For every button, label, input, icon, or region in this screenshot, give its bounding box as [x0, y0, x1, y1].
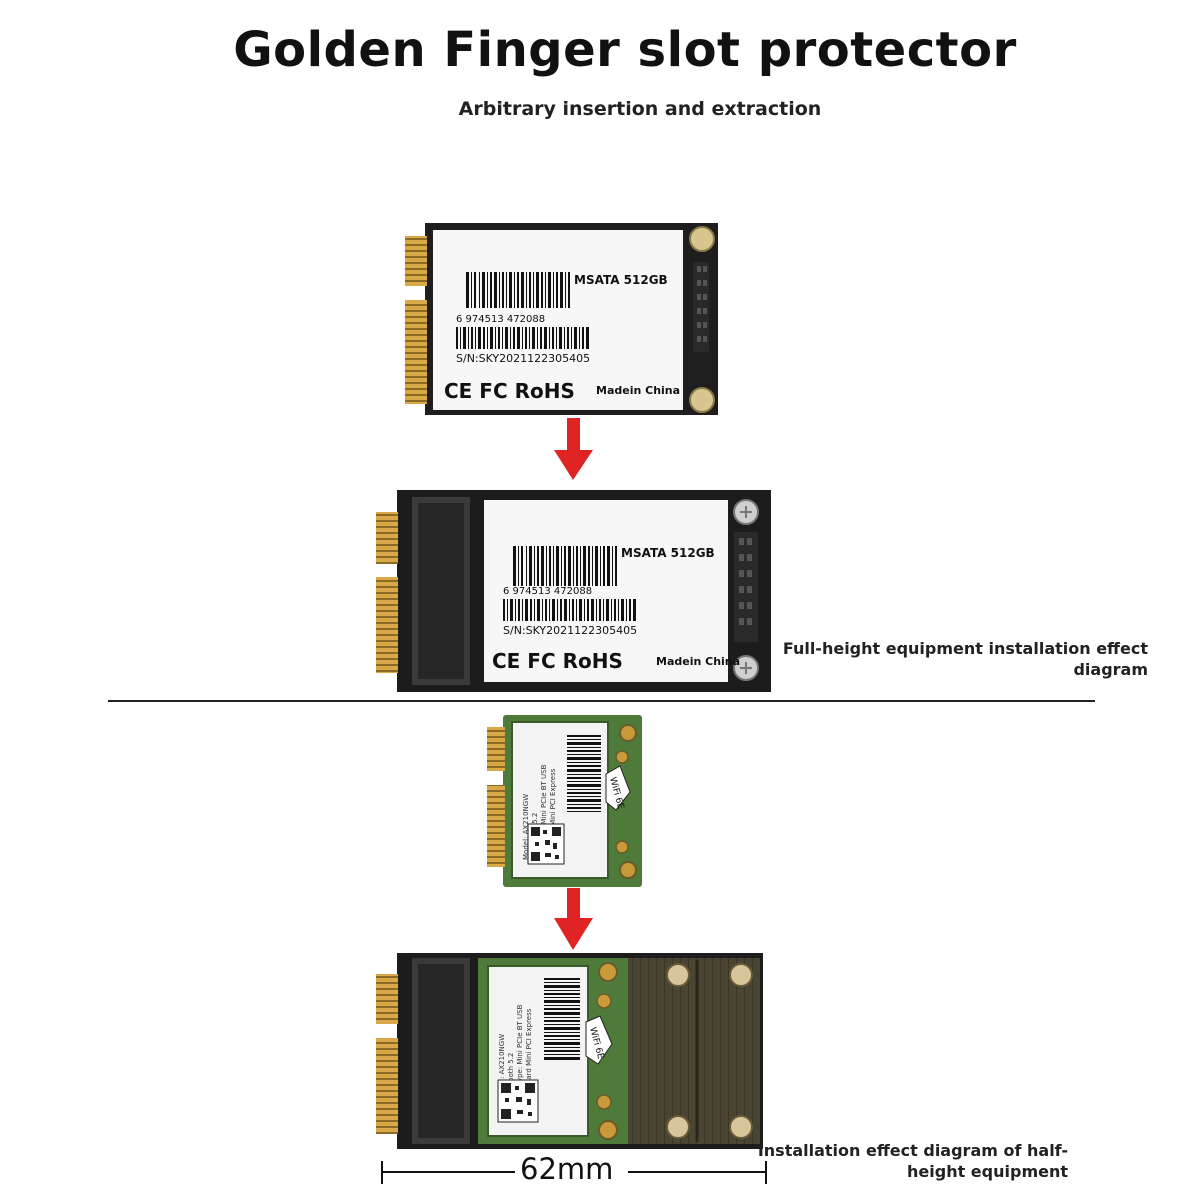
half-height-caption: Installation effect diagram of half-heig…: [757, 1141, 1068, 1181]
wifi-model-text: Model: AX210NGW: [498, 1034, 506, 1100]
wifi-gold-finger-lower: [487, 785, 505, 867]
gold-finger-upper: [405, 236, 427, 286]
barcode-number: 6 974513 472088: [456, 314, 545, 325]
certification-marks: CE FC RoHS: [492, 649, 623, 673]
dimension-label: 62mm: [520, 1152, 614, 1186]
insert-arrow-down: [554, 888, 593, 950]
adapter-gold-finger-lower: [376, 1038, 398, 1134]
adapter-with-msata: MSATA 512GB 6 974513 472088 S/N:SKY20211…: [376, 490, 771, 692]
antenna-connector: [615, 750, 629, 764]
barcode: [567, 735, 601, 812]
wifi-standard-text: Standard Mini PCI Express: [549, 768, 557, 860]
wifi-gold-finger-upper: [487, 727, 505, 771]
page-subtitle: Arbitrary insertion and extraction: [458, 98, 822, 120]
antenna-connector: [596, 993, 612, 1009]
mounting-hole: [666, 963, 690, 987]
barcode: [544, 978, 580, 1060]
serial-number: S/N:SKY2021122305405: [503, 624, 637, 637]
ssd-model-text: MSATA 512GB: [574, 273, 668, 287]
mounting-hole: [689, 226, 715, 252]
origin-text: Madein China: [656, 655, 740, 668]
wifi-half-height-card: Model: AX210NGW Bluetooth 5.2 Bus-Type: …: [487, 715, 642, 887]
serial-number: S/N:SKY2021122305405: [456, 352, 590, 365]
msata-ssd-card: MSATA 512GB 6 974513 472088 S/N:SKY20211…: [405, 223, 718, 415]
mounting-hole: [729, 963, 753, 987]
insert-arrow-down: [554, 418, 593, 480]
antenna-connector: [596, 1094, 612, 1110]
adapter-gold-finger-upper: [376, 974, 398, 1024]
wifi-label-text: Model: AX210NGW Bluetooth 5.2 Bus-Type: …: [498, 1004, 533, 1100]
inserted-ssd-label: [484, 500, 728, 682]
antenna-connector: [615, 840, 629, 854]
ssd-model-text: MSATA 512GB: [621, 546, 715, 560]
wifi-bluetooth-text: Bluetooth 5.2: [507, 1053, 515, 1100]
wifi-model-text: Model: AX210NGW: [522, 794, 530, 860]
adapter-gold-finger-lower: [376, 577, 398, 673]
mounting-hole: [729, 1115, 753, 1139]
section-divider: [108, 700, 1095, 702]
barcode: [466, 272, 570, 308]
dimension-indicator: [381, 1161, 767, 1184]
ssd-label: [433, 230, 683, 410]
wifi-standard-text: Standard Mini PCI Express: [525, 1008, 533, 1100]
gold-finger-lower: [405, 300, 427, 404]
page-title: Golden Finger slot protector: [233, 22, 1017, 78]
adapter-with-wifi-card: Model: AX210NGW Bluetooth 5.2 Bus-Type: …: [376, 953, 763, 1149]
wifi-bus-text: Bus-Type: Mini PCIe BT USB: [540, 764, 548, 860]
serial-barcode: [456, 327, 589, 349]
adapter-extension-area: [624, 958, 760, 1144]
barcode: [513, 546, 617, 586]
barcode-number: 6 974513 472088: [503, 586, 592, 597]
origin-text: Madein China: [596, 384, 680, 397]
adapter-gold-finger-upper: [376, 512, 398, 564]
certification-marks: CE FC RoHS: [444, 379, 575, 403]
serial-barcode: [503, 599, 636, 621]
full-height-caption: Full-height equipment installation effec…: [782, 639, 1148, 679]
mounting-hole: [666, 1115, 690, 1139]
wifi-bus-text: Bus-Type: Mini PCIe BT USB: [516, 1004, 524, 1100]
mounting-hole: [689, 387, 715, 413]
